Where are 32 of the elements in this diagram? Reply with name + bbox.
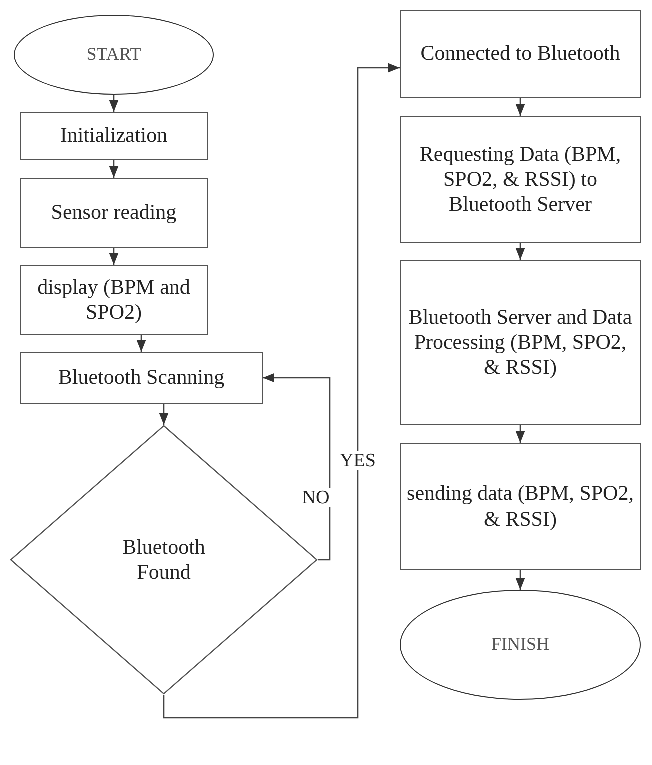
node-label: FINISH [490, 634, 550, 656]
node-label: Initialization [59, 123, 169, 149]
arrow [109, 160, 119, 178]
arrow [516, 243, 526, 260]
node-label: Requesting Data (BPM, SPO2, & RSSI) to Bluetooth Server [418, 142, 622, 218]
process-box [400, 10, 641, 98]
node-label: Bluetooth Server and Data Processing (BPM, SPO2, & RSSI) [408, 304, 634, 380]
arrow [163, 63, 400, 719]
process-box [400, 260, 641, 425]
process-box [20, 265, 208, 335]
edge-label: NO [300, 488, 332, 508]
arrow [516, 570, 526, 590]
node-label: Connected to Bluetooth [420, 41, 622, 67]
arrow [159, 404, 169, 425]
process-box [20, 352, 263, 404]
process-box [20, 112, 208, 160]
node-label: Sensor reading [50, 200, 178, 226]
node-label: Bluetooth Scanning [57, 365, 226, 391]
process-box [400, 116, 641, 243]
node-label: sending data (BPM, SPO2, & RSSI) [406, 481, 635, 532]
edge-label: YES [338, 452, 378, 470]
arrow [109, 95, 119, 112]
node-label: display (BPM and SPO2) [36, 274, 192, 326]
node-label: START [86, 44, 142, 66]
arrow [516, 98, 526, 116]
arrow [109, 248, 119, 265]
process-box [20, 178, 208, 248]
arrow [516, 425, 526, 443]
process-box [400, 443, 641, 570]
arrow [263, 373, 331, 561]
arrow [136, 335, 146, 352]
node-label: Bluetooth Found [122, 534, 206, 586]
